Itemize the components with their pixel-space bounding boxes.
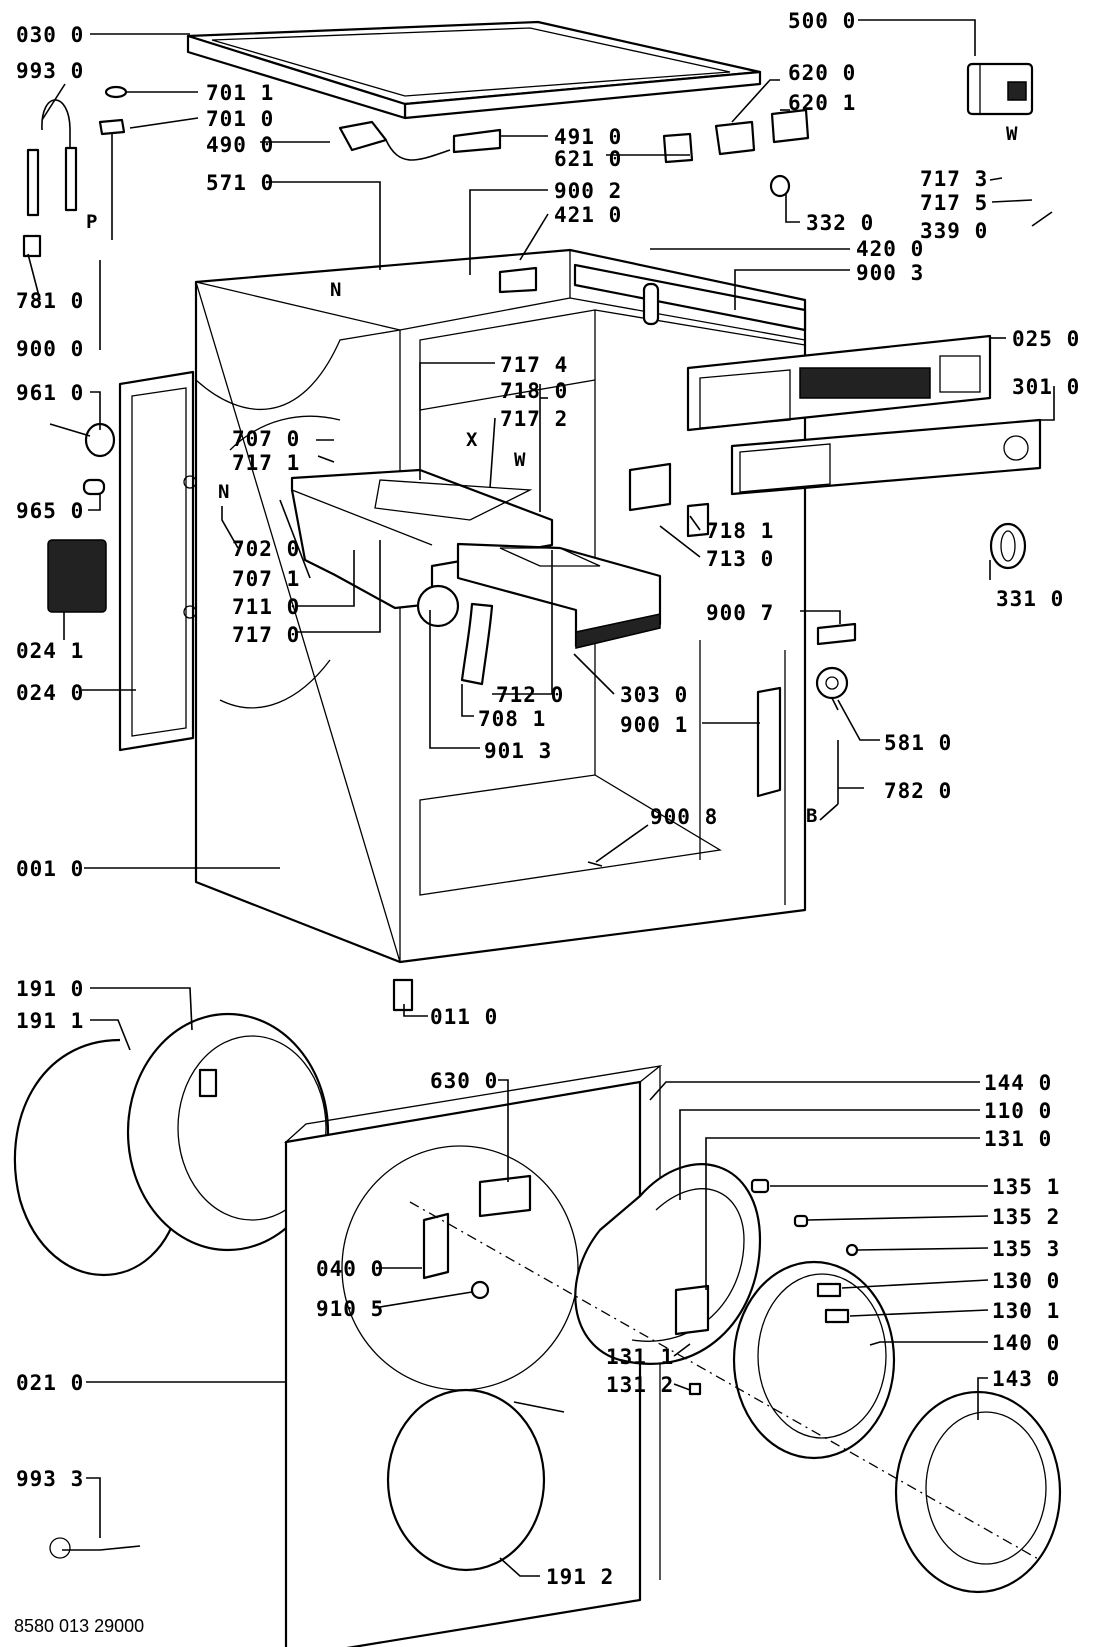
mark-p: P bbox=[86, 211, 97, 233]
letter-marks: N N P X W W B bbox=[86, 123, 1018, 827]
label-040-0: 040 0 bbox=[316, 1257, 384, 1281]
mark-n-side: N bbox=[218, 481, 229, 503]
label-025-0: 025 0 bbox=[1012, 327, 1080, 351]
label-702-0: 702 0 bbox=[232, 537, 300, 561]
label-024-1: 024 1 bbox=[16, 639, 84, 663]
label-717-2: 717 2 bbox=[500, 407, 568, 431]
label-144-0: 144 0 bbox=[984, 1071, 1052, 1095]
label-630-0: 630 0 bbox=[430, 1069, 498, 1093]
label-131-0: 131 0 bbox=[984, 1127, 1052, 1151]
label-900-7: 900 7 bbox=[706, 601, 774, 625]
label-130-0: 130 0 bbox=[992, 1269, 1060, 1293]
pressure-switch bbox=[815, 666, 849, 711]
label-011-0: 011 0 bbox=[430, 1005, 498, 1029]
door-assembly bbox=[13, 1012, 1062, 1647]
label-620-1: 620 1 bbox=[788, 91, 856, 115]
program-knob bbox=[989, 522, 1027, 570]
label-718-0: 718 0 bbox=[500, 379, 568, 403]
top-cover bbox=[186, 20, 762, 120]
label-620-0: 620 0 bbox=[788, 61, 856, 85]
label-900-8: 900 8 bbox=[650, 805, 718, 829]
label-782-0: 782 0 bbox=[884, 779, 952, 803]
label-717-1: 717 1 bbox=[232, 451, 300, 475]
label-001-0: 001 0 bbox=[16, 857, 84, 881]
label-961-0: 961 0 bbox=[16, 381, 84, 405]
leader-lines bbox=[27, 19, 1055, 1577]
label-191-1: 191 1 bbox=[16, 1009, 84, 1033]
label-708-1: 708 1 bbox=[478, 707, 546, 731]
label-701-0: 701 0 bbox=[206, 107, 274, 131]
mark-w-tray: W bbox=[514, 449, 526, 471]
label-717-5: 717 5 bbox=[920, 191, 988, 215]
label-717-3: 717 3 bbox=[920, 167, 988, 191]
label-140-0: 140 0 bbox=[992, 1331, 1060, 1355]
label-781-0: 781 0 bbox=[16, 289, 84, 313]
label-910-5: 910 5 bbox=[316, 1297, 384, 1321]
label-135-1: 135 1 bbox=[992, 1175, 1060, 1199]
label-143-0: 143 0 bbox=[992, 1367, 1060, 1391]
drawing-number: 8580 013 29000 bbox=[14, 1616, 144, 1636]
label-965-0: 965 0 bbox=[16, 499, 84, 523]
label-900-3: 900 3 bbox=[856, 261, 924, 285]
label-110-0: 110 0 bbox=[984, 1099, 1052, 1123]
control-panel bbox=[686, 334, 992, 432]
label-191-0: 191 0 bbox=[16, 977, 84, 1001]
part-labels: 030 0 993 0 701 1 701 0 490 0 491 0 621 … bbox=[16, 9, 1080, 1589]
label-571-0: 571 0 bbox=[206, 171, 274, 195]
label-303-0: 303 0 bbox=[620, 683, 688, 707]
label-191-2: 191 2 bbox=[546, 1565, 614, 1589]
label-339-0: 339 0 bbox=[920, 219, 988, 243]
label-712-0: 712 0 bbox=[496, 683, 564, 707]
label-718-1: 718 1 bbox=[706, 519, 774, 543]
label-900-2: 900 2 bbox=[554, 179, 622, 203]
label-900-0: 900 0 bbox=[16, 337, 84, 361]
label-717-4: 717 4 bbox=[500, 353, 568, 377]
program-timer bbox=[966, 62, 1034, 116]
label-135-3: 135 3 bbox=[992, 1237, 1060, 1261]
mark-w-program: W bbox=[1006, 123, 1018, 145]
label-901-3: 901 3 bbox=[484, 739, 552, 763]
label-707-0: 707 0 bbox=[232, 427, 300, 451]
label-993-3: 993 3 bbox=[16, 1467, 84, 1491]
label-331-0: 331 0 bbox=[996, 587, 1064, 611]
label-581-0: 581 0 bbox=[884, 731, 952, 755]
label-030-0: 030 0 bbox=[16, 23, 84, 47]
label-421-0: 421 0 bbox=[554, 203, 622, 227]
label-024-0: 024 0 bbox=[16, 681, 84, 705]
mark-b: B bbox=[806, 805, 817, 827]
label-301-0: 301 0 bbox=[1012, 375, 1080, 399]
label-500-0: 500 0 bbox=[788, 9, 856, 33]
label-420-0: 420 0 bbox=[856, 237, 924, 261]
label-711-0: 711 0 bbox=[232, 595, 300, 619]
label-131-2: 131 2 bbox=[606, 1373, 674, 1397]
cabinet-assembly bbox=[22, 20, 1042, 1559]
cabinet-body bbox=[194, 248, 807, 964]
label-131-1: 131 1 bbox=[606, 1345, 674, 1369]
label-900-1: 900 1 bbox=[620, 713, 688, 737]
mark-x: X bbox=[466, 429, 478, 451]
label-130-1: 130 1 bbox=[992, 1299, 1060, 1323]
label-713-0: 713 0 bbox=[706, 547, 774, 571]
detergent-drawer bbox=[456, 542, 662, 649]
label-135-2: 135 2 bbox=[992, 1205, 1060, 1229]
label-621-0: 621 0 bbox=[554, 147, 622, 171]
label-332-0: 332 0 bbox=[806, 211, 874, 235]
label-021-0: 021 0 bbox=[16, 1371, 84, 1395]
label-701-1: 701 1 bbox=[206, 81, 274, 105]
small-components bbox=[22, 85, 857, 1559]
label-717-0: 717 0 bbox=[232, 623, 300, 647]
label-490-0: 490 0 bbox=[206, 133, 274, 157]
label-993-0: 993 0 bbox=[16, 59, 84, 83]
label-491-0: 491 0 bbox=[554, 125, 622, 149]
mark-n-top: N bbox=[330, 279, 341, 301]
front-fascia bbox=[730, 418, 1042, 496]
side-panel bbox=[118, 370, 197, 752]
label-707-1: 707 1 bbox=[232, 567, 300, 591]
